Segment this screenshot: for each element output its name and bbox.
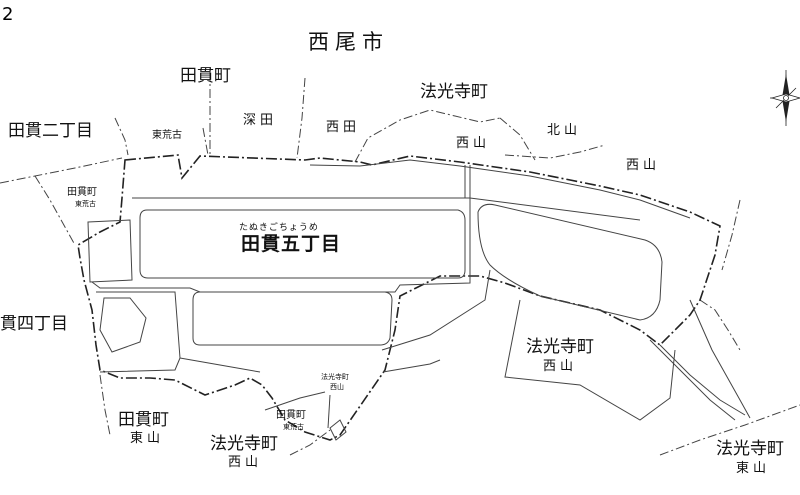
area-label-tanuki-west-sub: 東荒古 (75, 200, 96, 208)
area-label-hokoji-top: 法光寺町 (420, 82, 488, 102)
area-label-hokoji-small-sub: 西山 (330, 383, 344, 391)
area-label-fukada: 深田 (243, 113, 278, 128)
main-area-reading: たぬきごちょうめ (239, 223, 319, 233)
area-label-tanuki-north: 田貫町 (180, 66, 231, 86)
north-arrow-icon (766, 68, 800, 128)
city-label: 西尾市 (308, 30, 389, 54)
area-label-tanuki-west: 田貫町 (67, 187, 97, 198)
area-label-tanuki-small: 田貫町 (276, 410, 306, 421)
area-label-tanuki-southwest-sub: 東山 (130, 431, 165, 446)
area-label-hokoji-southwest: 法光寺町 (210, 434, 278, 454)
area-label-hokoji-southwest-sub: 西山 (228, 455, 263, 470)
area-label-higashiarako-top: 東荒古 (152, 130, 182, 141)
area-label-tanuki-2: 田貫二丁目 (8, 121, 93, 141)
area-label-hokoji-small: 法光寺町 (321, 373, 349, 381)
area-label-kitayama: 北山 (547, 123, 582, 138)
district-boundary (77, 154, 721, 441)
town-boundaries (0, 72, 800, 456)
area-label-hokoji-southeast-sub: 東山 (736, 461, 771, 476)
area-label-hokoji-southeast: 法光寺町 (716, 439, 784, 459)
area-label-hokoji-center: 法光寺町 (526, 337, 594, 357)
area-label-nishiyama-a: 西山 (456, 136, 491, 151)
area-label-tanuki-southwest: 田貫町 (118, 410, 169, 430)
area-label-hokoji-center-sub: 西山 (543, 359, 578, 374)
area-label-tanuki-small-sub: 東荒古 (283, 423, 304, 431)
area-label-nishida: 西田 (326, 120, 361, 135)
main-area-name: 田貫五丁目 (241, 233, 342, 255)
roads (87, 159, 751, 441)
area-label-nishiyama-b: 西山 (626, 158, 661, 173)
area-label-tanuki-4: 貫四丁目 (0, 314, 68, 334)
page-number: 2 (2, 4, 14, 25)
